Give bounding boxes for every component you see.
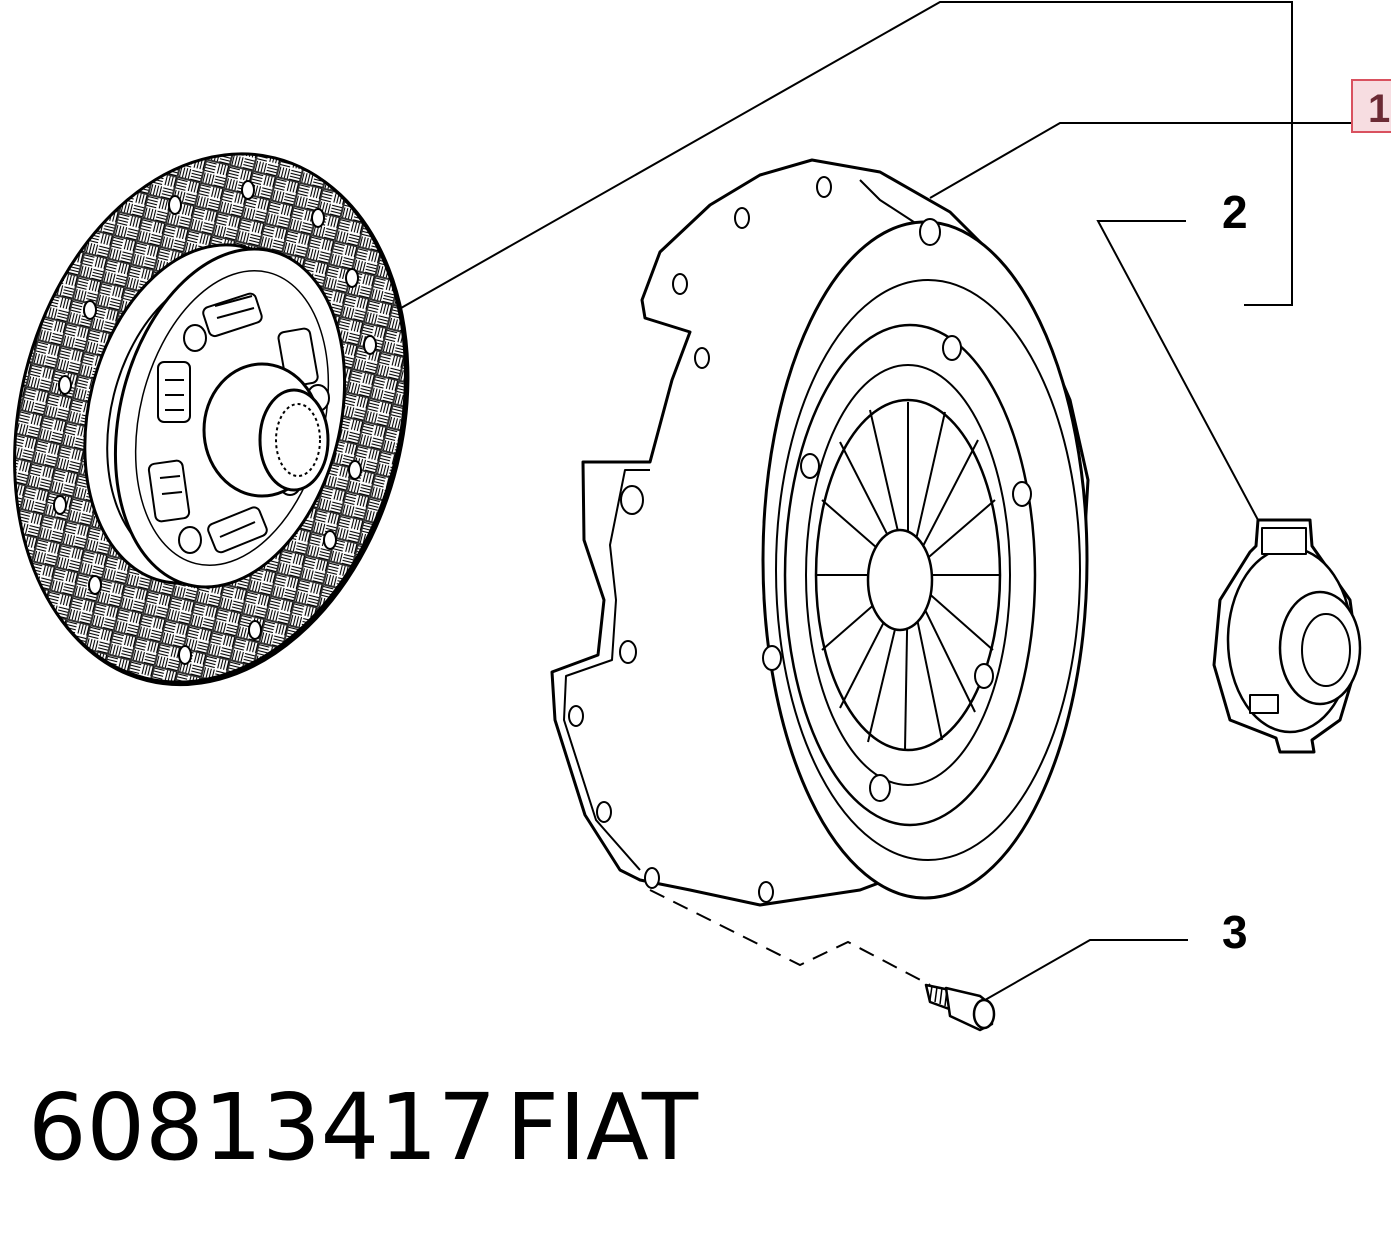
- part-number: 60813417: [28, 1074, 497, 1181]
- leader-line-3: [984, 939, 1188, 1001]
- brand-name: FIAT: [506, 1074, 699, 1181]
- callout-1-highlight-box: [1351, 79, 1391, 133]
- leader-lines: [393, 1, 1352, 1001]
- clutch-disc: [13, 152, 410, 687]
- leader-line-1-cover: [929, 122, 1352, 199]
- mounting-bolt: [924, 983, 996, 1032]
- damper-springs: [147, 292, 319, 554]
- release-bearing: [1212, 518, 1362, 754]
- leader-line-1-disc: [393, 1, 1293, 313]
- bolt-axis-dash: [649, 889, 931, 986]
- pressure-plate-cover: [550, 158, 1090, 907]
- leader-line-2: [1096, 220, 1259, 521]
- callout-3-label: 3: [1222, 906, 1248, 958]
- callout-1: 1: [1351, 79, 1391, 133]
- disc-rivets: [53, 180, 377, 665]
- cover-bolt-holes: [568, 176, 1032, 903]
- callout-1-label: 1: [1368, 87, 1390, 131]
- callout-2-label: 2: [1222, 186, 1248, 238]
